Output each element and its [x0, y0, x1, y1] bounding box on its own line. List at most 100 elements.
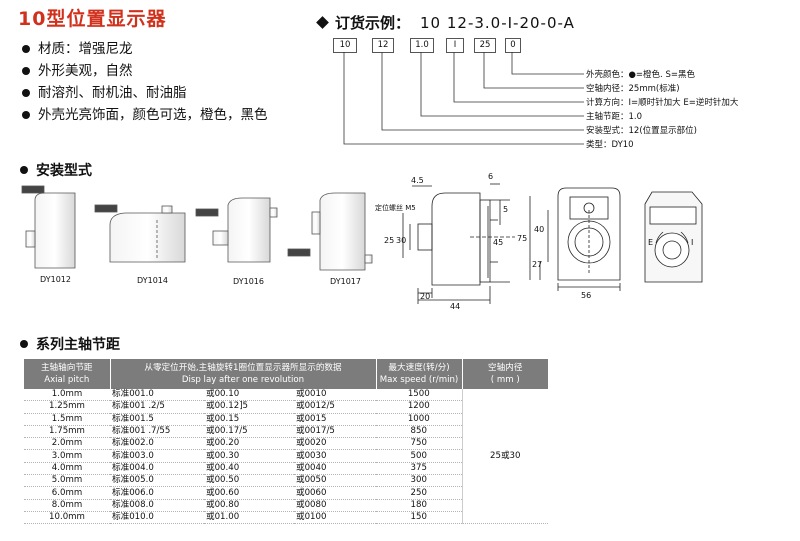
install-heading-text: 安装型式 — [36, 163, 92, 179]
dim-40: 40 — [534, 225, 545, 234]
page-title: 10型位置显示器 — [18, 8, 167, 30]
table-row: 1.5mm 标准001.5 或00.15 或0015 1000 — [24, 413, 548, 426]
display-alt2-cell: 或0030 — [294, 449, 376, 463]
screw-label: 定位螺丝 M5 — [375, 204, 416, 212]
order-example-title: 订货示例：10 12-3.0-I-20-0-A — [316, 12, 575, 33]
pitch-cell: 5.0mm — [24, 474, 110, 488]
dy1014-body — [109, 212, 186, 263]
dy1017-side-button — [364, 254, 373, 264]
dim-56: 56 — [581, 291, 592, 300]
order-example-label: 订货示例： — [335, 14, 411, 32]
legend-type: 类型：DY10 — [586, 140, 634, 150]
speed-cell: 375 — [376, 462, 462, 476]
legend-bore: 空轴内径：25mm(标准) — [586, 84, 680, 94]
feature-text: 材质：增强尼龙 — [38, 41, 133, 57]
bullet-icon — [20, 166, 28, 174]
table-row: 4.0mm 标准004.0 或00.40 或0040 375 — [24, 462, 548, 476]
speed-cell: 850 — [376, 425, 462, 439]
display-std-cell: 标准010.0 — [110, 511, 204, 525]
dy1012-label-plate — [21, 185, 45, 194]
side-dimension-drawing — [402, 183, 515, 304]
display-alt2-cell: 或0017/5 — [294, 425, 376, 439]
pitch-cell: 2.0mm — [24, 437, 110, 451]
front-dimension-drawing — [529, 187, 621, 291]
pitch-cell: 10.0mm — [24, 511, 110, 525]
order-box-pitch: 1.0 — [410, 38, 434, 53]
display-alt1-cell: 或00.20 — [204, 437, 294, 451]
feature-item: 耐溶剂、耐机油、耐油脂 — [22, 82, 268, 104]
display-alt1-cell: 或00.15 — [204, 413, 294, 426]
dim-45: 45 — [493, 238, 504, 247]
pitch-cell: 1.25mm — [24, 400, 110, 414]
dim-30: 30 — [396, 236, 407, 245]
header-speed: 最大速度(转/分) Max speed (r/min) — [376, 359, 463, 389]
order-leader-lines — [343, 52, 584, 145]
display-alt1-cell: 或00.60 — [204, 486, 294, 500]
display-std-cell: 标准001 .2/5 — [110, 400, 204, 414]
order-box-type: 10 — [333, 38, 357, 53]
table-row: 10.0mm 标准010.0 或01.00 或0100 150 — [24, 511, 548, 525]
display-std-cell: 标准001.5 — [110, 413, 204, 426]
dy1017-shaft — [311, 211, 321, 235]
display-alt1-cell: 或00.17/5 — [204, 425, 294, 439]
display-alt2-cell: 或0060 — [294, 486, 376, 500]
dim-44: 44 — [450, 302, 461, 311]
header-bore: 空轴内径 ( mm ) — [462, 359, 548, 389]
table-row: 2.0mm 标准002.0 或00.20 或0020 750 — [24, 437, 548, 451]
pitch-cell: 1.5mm — [24, 413, 110, 426]
legend-mount: 安装型式：12(位置显示部位) — [586, 126, 697, 136]
order-box-bore: 25 — [474, 38, 496, 53]
display-std-cell: 标准001.0 — [110, 389, 204, 402]
display-alt1-cell: 或00.50 — [204, 474, 294, 488]
display-alt2-cell: 或0020 — [294, 437, 376, 451]
display-alt1-cell: 或00.30 — [204, 449, 294, 463]
order-box-color: 0 — [505, 38, 521, 53]
dim-6: 6 — [488, 172, 494, 181]
bullet-icon — [22, 45, 30, 53]
speed-cell: 1200 — [376, 400, 462, 414]
display-alt1-cell: 或00.40 — [204, 462, 294, 476]
speed-cell: 1500 — [376, 389, 462, 402]
table-row: 1.75mm 标准001 .7/55 或00.17/5 或0017/5 850 — [24, 425, 548, 439]
speed-cell: 750 — [376, 437, 462, 451]
dim-20: 20 — [420, 292, 431, 301]
dy1016-body — [227, 197, 271, 263]
display-alt2-cell: 或0010 — [294, 389, 376, 402]
table-row: 5.0mm 标准005.0 或00.50 或0050 300 — [24, 474, 548, 488]
speed-cell: 250 — [376, 486, 462, 500]
install-heading: 安装型式 — [20, 160, 92, 180]
display-alt1-cell: 或00.10 — [204, 389, 294, 402]
pitch-cell: 8.0mm — [24, 499, 110, 512]
display-alt1-cell: 或01.00 — [204, 511, 294, 525]
model-label-dy1012: DY1012 — [40, 275, 71, 284]
dim-75: 75 — [517, 234, 528, 243]
feature-list: 材质：增强尼龙 外形美观，自然 耐溶剂、耐机油、耐油脂 外壳光亮饰面，颜色可选，… — [22, 38, 268, 126]
pitch-cell: 4.0mm — [24, 462, 110, 476]
model-label-dy1017: DY1017 — [330, 277, 361, 286]
speed-cell: 150 — [376, 511, 462, 525]
dy1016-shaft — [212, 230, 229, 246]
dim-5: 5 — [503, 205, 509, 214]
dy1016-side-button — [269, 207, 278, 218]
table-row: 1.25mm 标准001 .2/5 或00.12]5 或0012/5 1200 — [24, 400, 548, 414]
display-std-cell: 标准006.0 — [110, 486, 204, 500]
speed-cell: 1000 — [376, 413, 462, 426]
legend-direction: 计算方向：I=顺时针加大 E=逆时针加大 — [586, 98, 739, 108]
display-alt1-cell: 或00.12]5 — [204, 400, 294, 414]
pitch-table-heading-text: 系列主轴节距 — [36, 337, 120, 353]
display-std-cell: 标准008.0 — [110, 499, 204, 512]
pitch-table: 主轴轴向节距 Axial pitch 从零定位开始,主轴旋转1圈位置显示器所显示… — [24, 359, 548, 525]
display-std-cell: 标准002.0 — [110, 437, 204, 451]
dy1017-label-plate — [287, 248, 311, 257]
direction-e-label: E — [648, 238, 654, 247]
display-alt2-cell: 或0040 — [294, 462, 376, 476]
dy1012-shaft — [25, 230, 36, 248]
dim-4-5: 4.5 — [411, 176, 424, 185]
perspective-drawing — [644, 191, 703, 283]
speed-cell: 300 — [376, 474, 462, 488]
model-label-dy1016: DY1016 — [233, 277, 264, 286]
legend-color: 外壳颜色：●=橙色. S=黑色 — [586, 70, 695, 80]
display-alt2-cell: 或0012/5 — [294, 400, 376, 414]
display-alt2-cell: 或0050 — [294, 474, 376, 488]
order-box-mount: 12 — [372, 38, 394, 53]
